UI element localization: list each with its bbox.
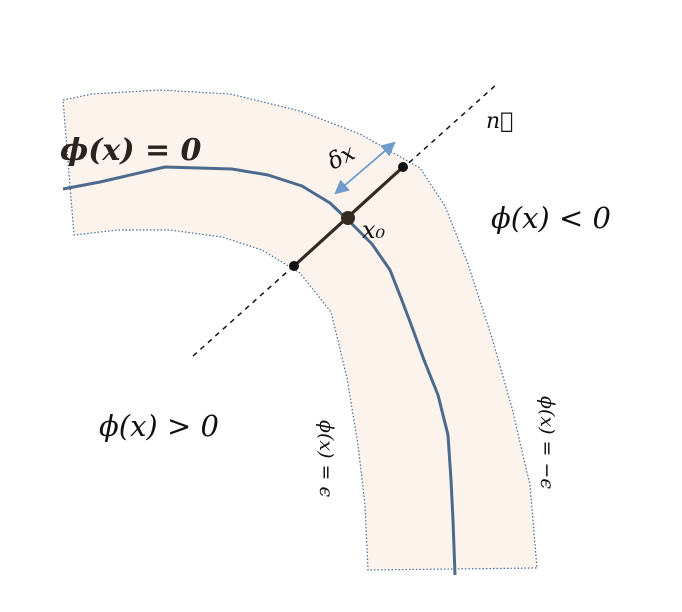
point-x0 <box>341 211 355 225</box>
inner-boundary-label: ϕ(x) = ϵ <box>315 420 337 497</box>
negative-region-label: ϕ(x) < 0 <box>491 201 611 235</box>
positive-region-label: ϕ(x) > 0 <box>99 409 219 443</box>
narrow-band <box>62 89 538 571</box>
point-label: x₀ <box>362 216 386 244</box>
outer-boundary-label: ϕ(x) = −ϵ <box>536 396 558 489</box>
zero-level-label: ϕ(x) = 0 <box>60 133 202 168</box>
band-edge-point-upper <box>398 162 408 172</box>
zero-level-curve <box>62 165 457 576</box>
band-edge-point-lower <box>289 261 299 271</box>
delta-x-arrow <box>334 141 396 195</box>
normal-label: n⃗ <box>486 109 513 134</box>
